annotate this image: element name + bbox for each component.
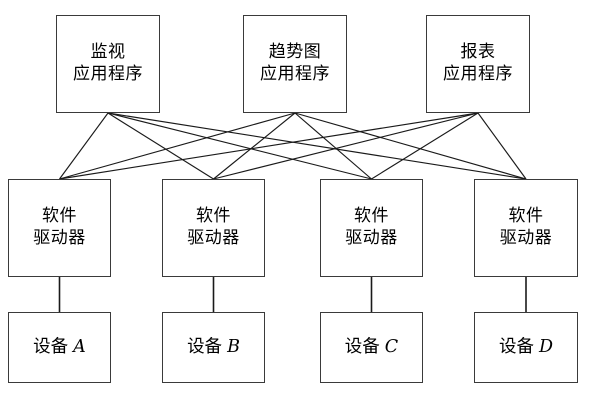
- node-device-a-identifier: A: [73, 337, 86, 358]
- node-driver-d-line2: 驱动器: [499, 228, 553, 248]
- node-driver-b-line1: 软件: [196, 206, 231, 227]
- node-app-report-line2: 应用程序: [443, 64, 513, 84]
- edge-app-trend-to-driver-d: [294, 112, 527, 180]
- node-app-report[interactable]: 报表应用程序: [426, 15, 530, 113]
- node-app-report-line1: 报表: [460, 42, 496, 63]
- edge-app-trend-to-driver-b: [213, 112, 296, 180]
- node-driver-b-line2: 驱动器: [187, 228, 240, 248]
- node-device-a-label: 设备: [33, 337, 69, 358]
- edge-app-trend-to-driver-c: [294, 112, 372, 180]
- edge-app-monitor-to-driver-a: [59, 112, 109, 180]
- node-driver-b[interactable]: 软件驱动器: [162, 179, 265, 277]
- edge-app-report-to-driver-b: [213, 112, 479, 180]
- node-driver-d-line1: 软件: [508, 206, 544, 227]
- edge-app-trend-to-driver-a: [59, 112, 296, 180]
- node-app-trend-line1: 趋势图: [268, 42, 322, 63]
- edge-app-monitor-to-driver-d: [107, 112, 527, 180]
- node-device-d-label: 设备: [498, 337, 534, 358]
- node-driver-a-line1: 软件: [42, 206, 77, 227]
- edge-app-report-to-driver-d: [477, 112, 527, 180]
- node-device-c-identifier: C: [384, 337, 399, 358]
- edge-app-monitor-to-driver-c: [107, 112, 372, 180]
- node-app-monitor-line1: 监视: [90, 42, 126, 63]
- node-device-c-label: 设备: [344, 337, 380, 358]
- node-driver-d[interactable]: 软件驱动器: [474, 179, 578, 277]
- node-driver-c-line2: 驱动器: [345, 228, 398, 248]
- node-driver-c-line1: 软件: [354, 206, 389, 227]
- node-app-trend-line2: 应用程序: [260, 64, 330, 84]
- node-app-trend[interactable]: 趋势图应用程序: [243, 15, 347, 113]
- node-app-monitor-line2: 应用程序: [73, 64, 143, 84]
- edge-app-monitor-to-driver-b: [107, 112, 214, 180]
- node-driver-a[interactable]: 软件驱动器: [8, 179, 111, 277]
- node-device-b-label: 设备: [187, 337, 223, 358]
- edge-app-report-to-driver-a: [59, 112, 479, 180]
- node-driver-c[interactable]: 软件驱动器: [320, 179, 423, 277]
- node-app-monitor[interactable]: 监视应用程序: [56, 15, 160, 113]
- node-device-d-identifier: D: [538, 337, 554, 358]
- node-driver-a-line2: 驱动器: [33, 228, 86, 248]
- edge-app-report-to-driver-c: [371, 112, 479, 180]
- node-device-b-identifier: B: [227, 337, 240, 358]
